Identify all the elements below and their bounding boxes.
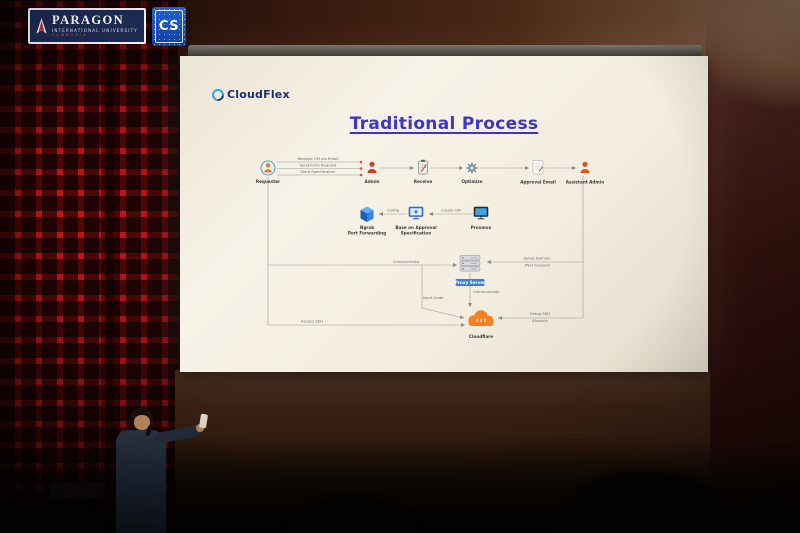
admin-label: Admin [364,179,379,184]
optimize-gear-icon [466,162,478,174]
receive-label: Receive [414,179,433,184]
ngrok-cube-icon [360,206,374,222]
cs-logo-label: CS [155,10,183,43]
ngrok-label-line1: Ngrok [360,225,374,230]
projector-screen: CloudFlex Traditional Process [180,56,708,372]
requester-icon [260,160,276,176]
cloudflex-wordmark: CloudFlex [227,88,290,101]
edge-label-communicate-left: Communicate [393,259,420,264]
red-wall [0,0,178,505]
paragon-emblem-icon [36,18,47,34]
paragon-subtitle: INTERNATIONAL UNIVERSITY [52,27,138,33]
edge-label-request-vm: Request VM via Email [297,156,338,161]
proxy-server-label: Proxy Server [455,280,486,285]
edge-label-send-form: Send Form Request [300,163,337,168]
edge-label-communicate-down: Communicate [473,289,500,294]
cs-department-logo: CS [152,7,186,46]
cloudflare-cloud-icon [468,310,494,326]
base-spec-label-line1: Base on Approval [395,225,437,230]
laptop-silhouette [48,482,106,499]
approval-email-document-icon [532,160,544,175]
edge-label-setup-ssh-2: /Domain [532,318,549,323]
screen-casing [188,45,702,57]
paragon-text: PARAGON INTERNATIONAL UNIVERSITY CAMBODI… [52,14,138,38]
assistant-admin-icon [580,161,590,173]
edge-label-setup-ssh-1: Setup SSH [530,311,550,316]
assistant-admin-label: Assistant Admin [566,180,604,185]
presenter [108,403,218,533]
cloudflare-label: Cloudflare [469,334,493,339]
paragon-country: CAMBODIA [52,33,88,38]
proxmox-label: Proxmox [471,225,492,230]
paragon-title: PARAGON [52,13,125,28]
edge-label-input-code: Input Code [423,295,444,300]
presenter-face [134,415,150,430]
receive-clipboard-icon [418,159,428,175]
edge-label-send-spec: Send Specification [300,169,336,174]
presenter-hand [196,424,204,432]
cloudflex-mark-icon [209,86,227,103]
process-flow-diagram: Request VM via Email Send Form Request S… [256,156,604,339]
base-spec-monitor-icon [408,206,424,220]
proxmox-monitor-icon [473,206,489,220]
requester-label: Requester [256,179,281,184]
proxy-server-icon [459,255,481,272]
admin-icon [367,161,377,173]
diagram-connectors [267,160,584,327]
base-spec-label-line2: Specification [401,231,431,236]
presenter-body [116,430,166,533]
cloudflex-logo: CloudFlex [209,86,290,103]
edge-label-setup-domain-2: /Port Forward [524,263,550,268]
ngrok-label-line2: Port Forwarding [348,231,386,236]
edge-label-access-ssh: Access SSH [301,319,323,324]
edge-label-setup-domain-1: Setup Domain [524,255,552,260]
edge-label-create-vm: Create VM [441,208,461,213]
approval-email-label: Approval Email [520,180,556,185]
paragon-university-logo: PARAGON INTERNATIONAL UNIVERSITY CAMBODI… [28,8,146,44]
slide-title: Traditional Process [349,114,539,134]
wall-panel-joint [101,0,114,505]
optimize-label: Optimize [461,179,482,184]
presenter-remote [198,413,209,429]
proxy-server-label-highlight: Proxy Server [455,279,486,286]
edge-label-config: Config [387,208,400,213]
